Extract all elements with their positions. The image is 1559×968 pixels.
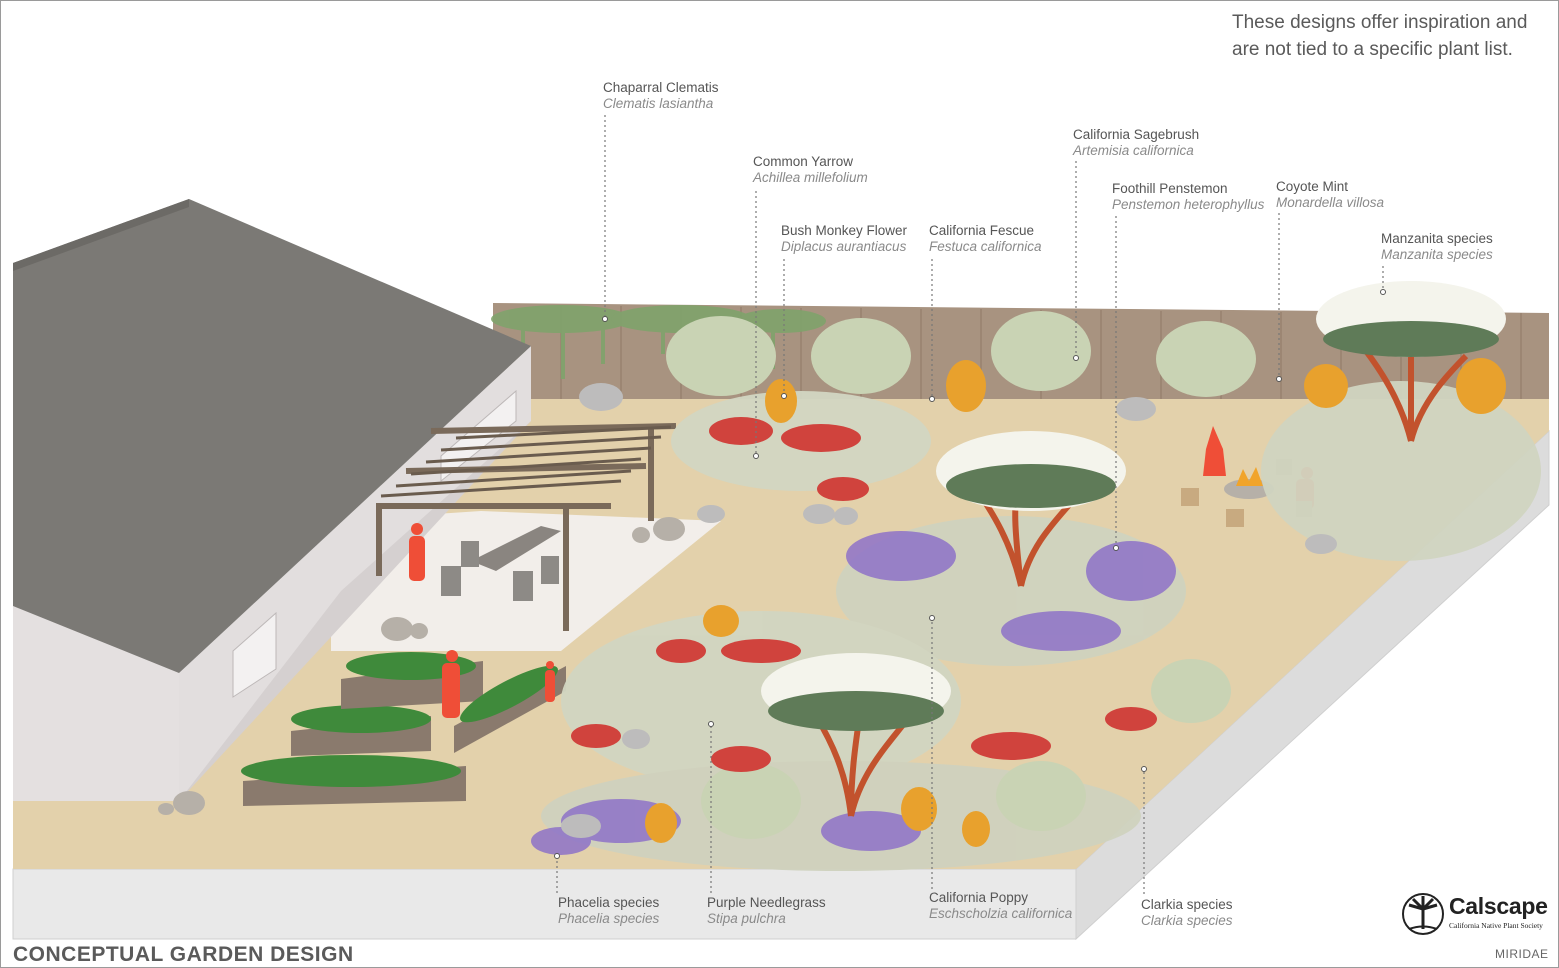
scientific-name: Artemisia californica — [1073, 143, 1194, 158]
leader-dots — [554, 289, 1386, 859]
label-manzanita-species: Manzanita species Manzanita species — [1381, 231, 1493, 263]
manzanita-tree-front — [761, 653, 951, 817]
note-line-1: These designs offer inspiration and — [1232, 12, 1528, 33]
scientific-name: Clarkia species — [1141, 913, 1233, 928]
scientific-name: Penstemon heterophyllus — [1112, 197, 1265, 212]
common-name: Chaparral Clematis — [603, 80, 719, 95]
pergola — [376, 423, 677, 631]
common-name: California Sagebrush — [1073, 127, 1200, 142]
common-name: Manzanita species — [1381, 231, 1493, 246]
label-chaparral-clematis: Chaparral Clematis Clematis lasiantha — [603, 80, 719, 112]
page-title: CONCEPTUAL GARDEN DESIGN — [13, 943, 354, 966]
common-name: Clarkia species — [1141, 897, 1233, 912]
artist-credit: MIRIDAE — [1495, 947, 1549, 961]
scientific-name: Festuca californica — [929, 239, 1042, 254]
fire-flames — [1236, 467, 1263, 486]
calscape-brand: Calscape California Native Plant Society — [1401, 889, 1556, 937]
label-common-yarrow: Common Yarrow Achillea millefolium — [753, 154, 868, 186]
scientific-name: Monardella villosa — [1276, 195, 1385, 210]
label-foothill-penstemon: Foothill Penstemon Penstemon heterophyll… — [1112, 181, 1264, 213]
brand-tagline: California Native Plant Society — [1449, 921, 1543, 930]
house-roof — [13, 199, 531, 673]
palm-tree-seal-icon — [1402, 893, 1444, 935]
leader-lines — [556, 115, 1384, 894]
label-california-fescue: California Fescue Festuca californica — [929, 223, 1042, 255]
red-flowers — [571, 417, 1157, 772]
pergola-rafters — [380, 425, 672, 498]
inspiration-note: These designs offer inspiration and are … — [1232, 9, 1542, 63]
common-name: California Fescue — [929, 223, 1035, 238]
label-purple-needlegrass: Purple Needlegrass Stipa pulchra — [707, 895, 826, 927]
label-bush-monkey-flower: Bush Monkey Flower Diplacus aurantiacus — [781, 223, 907, 255]
planters — [158, 517, 685, 815]
common-name: California Poppy — [929, 890, 1029, 905]
sage-shrubs — [666, 311, 1256, 839]
scientific-name: Stipa pulchra — [707, 911, 786, 926]
common-name: Purple Needlegrass — [707, 895, 826, 910]
common-name: Common Yarrow — [753, 154, 854, 169]
scientific-name: Phacelia species — [558, 911, 660, 926]
scientific-name: Clematis lasiantha — [603, 96, 714, 111]
label-phacelia-species: Phacelia species Phacelia species — [558, 895, 659, 927]
common-name: Foothill Penstemon — [1112, 181, 1228, 196]
rocks — [561, 383, 1337, 838]
patio-chairs — [441, 541, 559, 601]
common-name: Coyote Mint — [1276, 179, 1349, 194]
raised-beds — [241, 652, 566, 806]
scientific-name: Eschscholzia californica — [929, 906, 1073, 921]
label-california-poppy: California Poppy Eschscholzia californic… — [929, 890, 1072, 922]
house-roof-edge — [13, 199, 189, 271]
label-clarkia-species: Clarkia species Clarkia species — [1141, 897, 1233, 929]
platform-front-face — [12, 868, 1077, 940]
note-line-2: are not tied to a specific plant list. — [1232, 39, 1513, 60]
scientific-name: Manzanita species — [1381, 247, 1493, 262]
orange-flowers — [645, 358, 1506, 847]
brand-name: Calscape — [1449, 893, 1548, 919]
manzanita-tree-right — [1316, 281, 1506, 442]
patio-table — [471, 526, 561, 571]
scientific-name: Achillea millefolium — [753, 170, 868, 185]
label-california-sagebrush: California Sagebrush Artemisia californi… — [1073, 127, 1199, 159]
label-coyote-mint: Coyote Mint Monardella villosa — [1276, 179, 1384, 211]
common-name: Bush Monkey Flower — [781, 223, 908, 238]
common-name: Phacelia species — [558, 895, 660, 910]
scientific-name: Diplacus aurantiacus — [781, 239, 907, 254]
manzanita-tree-center — [936, 431, 1126, 587]
